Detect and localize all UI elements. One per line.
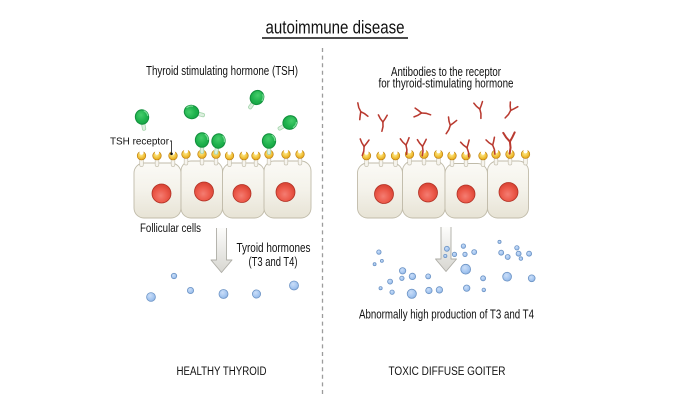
svg-text:Tyroid hormones: Tyroid hormones: [237, 241, 311, 255]
svg-text:TSH receptor: TSH receptor: [110, 136, 169, 148]
svg-text:Abnormally high production of: Abnormally high production of T3 and T4: [359, 308, 534, 322]
svg-text:Follicular cells: Follicular cells: [140, 223, 201, 235]
svg-text:TOXIC DIFFUSE GOITER: TOXIC DIFFUSE GOITER: [389, 366, 506, 378]
svg-text:HEALTHY THYROID: HEALTHY THYROID: [177, 366, 267, 378]
svg-text:Thyroid stimulating hormone (T: Thyroid stimulating hormone (TSH): [146, 64, 298, 78]
svg-text:(T3 and T4): (T3 and T4): [249, 255, 298, 269]
svg-text:Antibodies to the receptor: Antibodies to the receptor: [391, 65, 501, 79]
svg-text:autoimmune disease: autoimmune disease: [266, 18, 405, 38]
svg-text:for thyroid-stimulating hormon: for thyroid-stimulating hormone: [379, 77, 514, 91]
